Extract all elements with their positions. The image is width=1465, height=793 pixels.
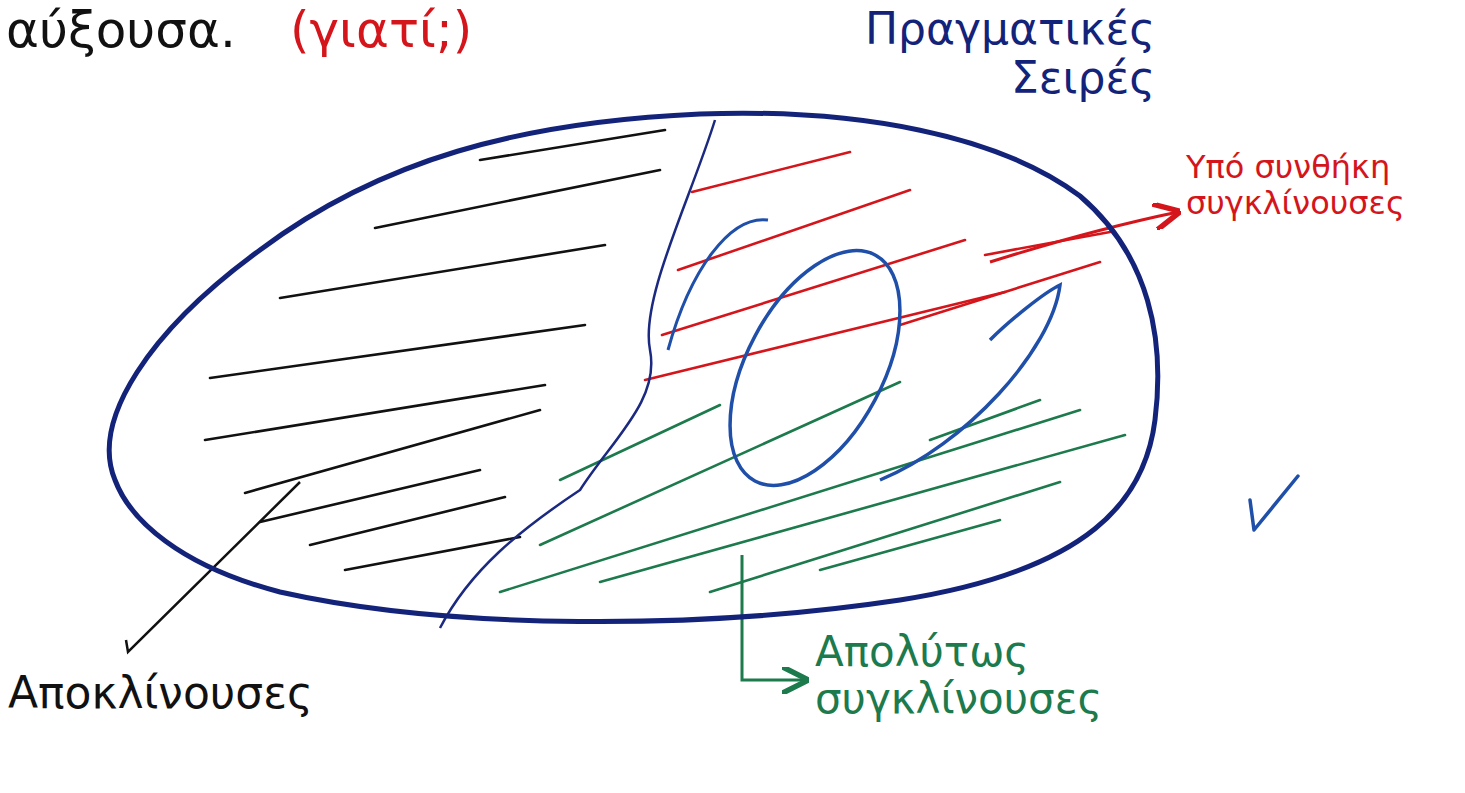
hatch-line: [210, 325, 585, 378]
hatch-line: [245, 410, 540, 493]
hatch-line: [560, 405, 720, 480]
hatch-line: [692, 152, 850, 192]
question-note: (γιατί;): [290, 2, 520, 58]
set-outline: [0, 0, 1180, 645]
hatch-line: [280, 245, 605, 298]
region-label: Απολύτως συγκλίνουσες: [815, 628, 1235, 722]
note-text: αύξουσα.: [6, 2, 281, 58]
hatch-line: [900, 262, 1100, 325]
hatch-line: [540, 382, 900, 545]
hatch-line: [662, 240, 965, 335]
hatch-line: [985, 232, 1110, 255]
hatch-line: [678, 190, 910, 270]
set-outline: [109, 113, 1157, 621]
hatch-line: [345, 537, 520, 570]
hatch-line: [480, 130, 665, 160]
hatch-line: [820, 520, 1000, 570]
hatch-line: [645, 292, 1005, 380]
series-set: Πραγματικές Σειρές: [0, 0, 1180, 645]
hatch-line: [375, 170, 660, 228]
set-title: Πραγματικές Σειρές: [815, 4, 1155, 103]
hatch-line: [205, 385, 545, 440]
hatch-line: [500, 410, 1080, 592]
subset-stroke: [668, 220, 768, 350]
region-label: Αποκλίνουσες: [8, 668, 408, 717]
divider-line: [440, 120, 715, 628]
check-mark: [1250, 476, 1298, 530]
subset-stroke: [880, 285, 1060, 480]
hatch-line: [260, 470, 480, 522]
region-label: Υπό συνθήκη συγκλίνουσες: [1186, 150, 1460, 222]
hatch-line: [310, 497, 505, 545]
